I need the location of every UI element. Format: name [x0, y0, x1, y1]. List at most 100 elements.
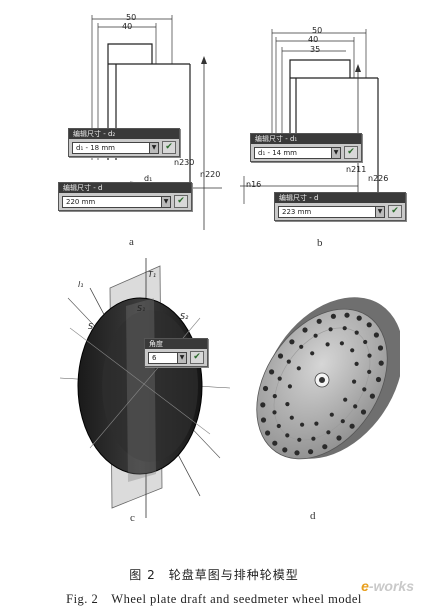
checkmark-icon[interactable]: ✔	[344, 146, 358, 159]
seed-hole	[265, 430, 271, 436]
seed-hole	[336, 435, 342, 441]
panel-b: 50 40 35 n211 n226 n16 编辑尺寸 - d₁ d₁ - 14…	[230, 0, 420, 255]
seed-hole	[354, 361, 359, 366]
dim-35: 35	[310, 45, 321, 54]
seed-hole	[349, 423, 355, 429]
dim-50: 50	[312, 26, 323, 35]
dim-n211: n211	[346, 165, 367, 174]
seed-hole	[322, 444, 328, 450]
seed-hole	[285, 433, 290, 438]
seed-hole	[330, 313, 336, 319]
seed-hole	[367, 369, 372, 374]
panel-d: d	[250, 290, 400, 530]
panel-label-b: b	[317, 237, 323, 249]
label-l1: l₁	[78, 280, 84, 289]
panel-label-d: d	[310, 510, 316, 522]
checkmark-icon[interactable]: ✔	[388, 205, 402, 218]
dialog-title: 编辑尺寸 - d	[59, 183, 191, 193]
seed-hole	[362, 387, 367, 392]
seed-hole	[326, 430, 331, 435]
seed-hole	[340, 419, 345, 424]
checkmark-icon[interactable]: ✔	[162, 141, 176, 154]
dim-n220: n220	[200, 170, 221, 179]
seed-hole	[260, 417, 267, 423]
seed-hole	[363, 339, 368, 345]
dim-value-input[interactable]: 220 mm ▼	[62, 195, 171, 208]
seed-hole	[377, 345, 384, 351]
seed-hole	[285, 402, 290, 407]
seed-hole	[311, 436, 316, 441]
seed-hole	[339, 341, 344, 346]
label-s1: S₁	[137, 304, 146, 313]
panel-c-wheel-planes	[59, 258, 231, 518]
edit-dim-dialog-b1[interactable]: 编辑尺寸 - d₁ d₁ - 14 mm ▼ ✔	[250, 133, 362, 162]
dropdown-arrow-icon[interactable]: ▼	[149, 142, 158, 153]
dim-40: 40	[122, 22, 133, 31]
figure-caption-cn: 图 2 轮盘草图与排种轮模型	[129, 568, 299, 582]
seed-hole	[328, 327, 333, 332]
seed-hole	[367, 353, 372, 358]
dialog-title: 角度	[145, 339, 207, 349]
seed-hole	[286, 359, 291, 364]
seed-hole	[272, 440, 278, 446]
seed-hole	[313, 333, 318, 338]
seed-hole	[272, 394, 277, 399]
seed-hole	[375, 376, 382, 383]
seed-hole	[353, 404, 358, 409]
seed-hole	[329, 412, 334, 417]
dialog-title: 编辑尺寸 - d₂	[69, 129, 179, 139]
figure-caption-en: Fig. 2 Wheel plate draft and seedmeter w…	[66, 592, 362, 606]
dim-value-input[interactable]: 223 mm ▼	[278, 205, 385, 218]
dropdown-arrow-icon[interactable]: ▼	[331, 147, 340, 158]
dialog-title: 编辑尺寸 - d₁	[251, 134, 361, 144]
seed-hole	[262, 385, 269, 392]
dim-value-input[interactable]: d₁ - 14 mm ▼	[254, 146, 341, 159]
seed-hole	[276, 423, 281, 429]
dim-50: 50	[126, 13, 137, 22]
eworks-watermark-logo: e-works	[361, 578, 414, 594]
seed-hole	[308, 449, 314, 455]
seed-hole	[316, 318, 322, 324]
seed-hole	[294, 450, 300, 456]
seed-hole	[269, 369, 275, 375]
seed-hole	[282, 447, 288, 453]
panel-d-seedmeter-wheel	[256, 297, 400, 460]
edit-dim-dialog-b2[interactable]: 编辑尺寸 - d 223 mm ▼ ✔	[274, 192, 406, 221]
angle-dialog[interactable]: 角度 6 ▼ ✔	[144, 338, 208, 367]
seed-hole	[277, 376, 282, 381]
edit-dim-dialog-a1[interactable]: 编辑尺寸 - d₂ d₁ - 18 mm ▼ ✔	[68, 128, 180, 157]
dim-d1: d₁	[144, 174, 153, 183]
seed-hole	[373, 332, 379, 338]
seed-hole	[287, 384, 292, 389]
seed-hole	[299, 344, 304, 349]
dim-n226: n226	[368, 174, 389, 183]
seed-hole	[366, 322, 372, 328]
seed-hole	[289, 415, 294, 420]
dropdown-arrow-icon[interactable]: ▼	[177, 352, 186, 363]
panel-a: 50 40 n230 n220 d₁ 编辑尺寸 - d₂ d₁ - 18 mm …	[40, 0, 230, 255]
seed-hole	[356, 315, 362, 321]
seed-hole	[277, 353, 284, 359]
seed-hole	[300, 422, 305, 427]
seed-hole	[325, 342, 330, 347]
label-t1: T₁	[148, 270, 157, 279]
seed-hole	[350, 348, 355, 353]
label-s3: S₃	[88, 322, 97, 331]
dialog-title: 编辑尺寸 - d	[275, 193, 405, 203]
seed-hole	[342, 326, 347, 331]
dropdown-arrow-icon[interactable]: ▼	[161, 196, 170, 207]
checkmark-icon[interactable]: ✔	[190, 351, 204, 364]
seed-hole	[354, 330, 359, 335]
seed-hole	[297, 437, 302, 442]
seed-hole	[289, 339, 295, 345]
seed-hole	[343, 397, 348, 402]
checkmark-icon[interactable]: ✔	[174, 195, 188, 208]
dim-value-input[interactable]: d₁ - 18 mm ▼	[72, 141, 159, 154]
seed-hole	[344, 312, 350, 318]
seed-hole	[378, 360, 384, 366]
angle-value-input[interactable]: 6 ▼	[148, 351, 187, 364]
label-s2: S₂	[180, 312, 189, 321]
dropdown-arrow-icon[interactable]: ▼	[375, 206, 384, 217]
edit-dim-dialog-a2[interactable]: 编辑尺寸 - d 220 mm ▼ ✔	[58, 182, 192, 211]
